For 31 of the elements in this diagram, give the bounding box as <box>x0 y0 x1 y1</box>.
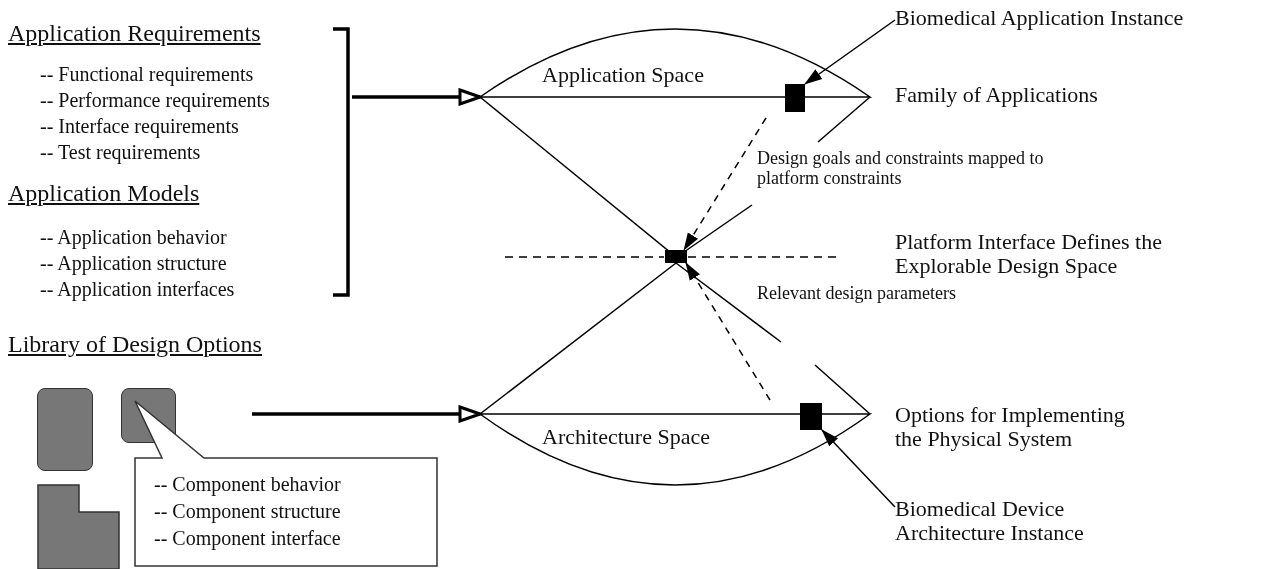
arrow <box>821 429 896 508</box>
arrow <box>685 262 771 401</box>
list-item: -- Application behavior <box>40 226 227 248</box>
list-item: -- Performance requirements <box>40 89 270 111</box>
arrow <box>804 19 896 85</box>
list-item: -- Functional requirements <box>40 63 254 85</box>
annotation-text: Platform Interface Defines the Explorable Design Space <box>895 230 1163 279</box>
instance-marker <box>665 250 687 263</box>
heading: Application Requirements <box>8 20 261 47</box>
component-block <box>37 388 93 471</box>
annotation-text: Relevant design parameters <box>757 284 956 304</box>
list-item: -- Component structure <box>154 500 341 522</box>
heading: Application Models <box>8 180 200 207</box>
annotation-text: Options for Implementing the Physical System <box>895 403 1126 452</box>
annotation-text: Family of Applications <box>895 83 1098 108</box>
annotation-text: Design goals and constraints mapped to platform constraints <box>757 149 1045 189</box>
instance-marker <box>785 84 805 112</box>
list-item: -- Test requirements <box>40 141 201 163</box>
callout-text: Biomedical Device Architecture Instance <box>895 497 1085 546</box>
callout-text: Biomedical Application Instance <box>895 6 1184 31</box>
space-label: Application Space <box>542 63 704 88</box>
list-item: -- Component behavior <box>154 473 341 495</box>
space-label: Architecture Space <box>542 425 710 450</box>
list-item: -- Application interfaces <box>40 278 235 300</box>
list-item: -- Interface requirements <box>40 115 239 137</box>
instance-marker <box>800 403 822 430</box>
list-item: -- Application structure <box>40 252 227 274</box>
arrow <box>352 88 482 106</box>
heading: Library of Design Options <box>8 331 262 358</box>
arrow <box>252 405 482 423</box>
list-item: -- Component interface <box>154 527 341 549</box>
